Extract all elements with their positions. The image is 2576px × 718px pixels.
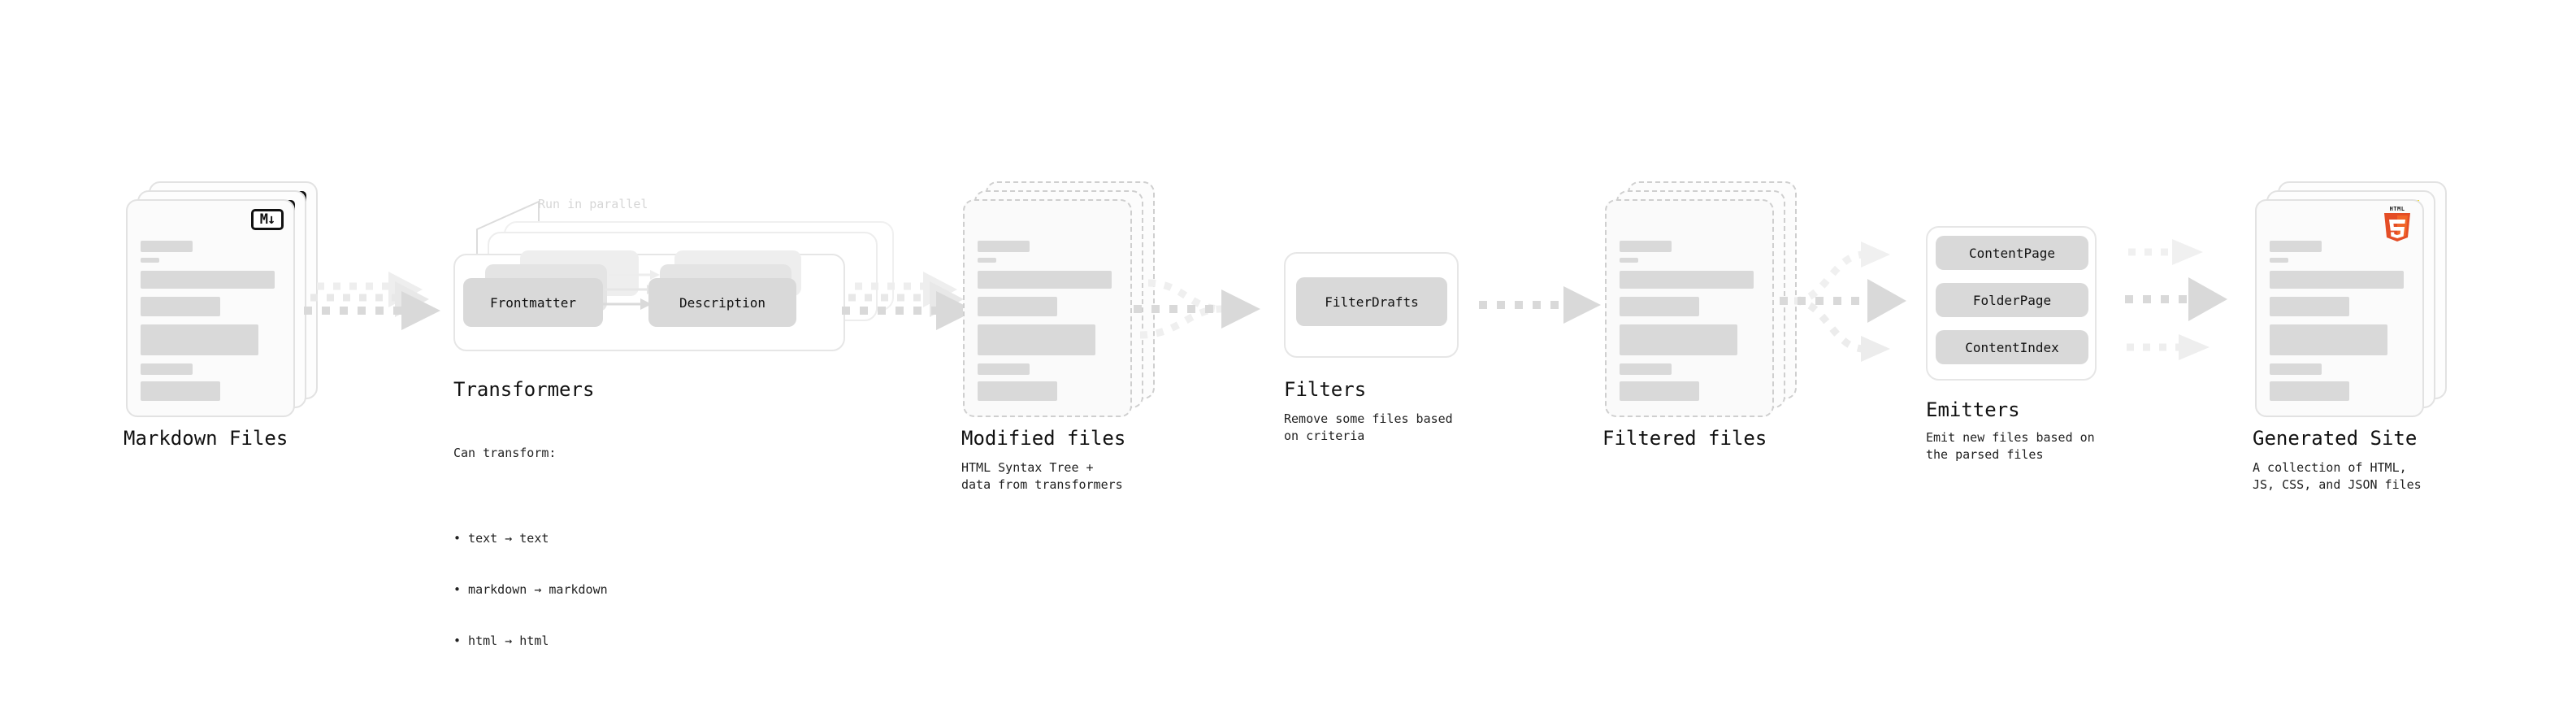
modified-files-title: Modified files [961, 427, 1126, 450]
skeleton-bar [978, 297, 1057, 316]
skeleton-bar [2270, 381, 2349, 401]
skeleton-bar [1620, 297, 1699, 316]
skeleton-bar [978, 271, 1112, 289]
emitter-chip-contentindex[interactable]: ContentIndex [1936, 330, 2088, 364]
modified-files-subtitle: HTML Syntax Tree + data from transformer… [961, 460, 1123, 492]
transformers-title: Transformers [453, 378, 595, 401]
arrow-transformers-to-modified [842, 272, 975, 330]
emitter-chip-contentpage[interactable]: ContentPage [1936, 236, 2088, 270]
transformers-bullet-list: • text → text • markdown → markdown • ht… [453, 496, 608, 684]
site-card-front-html: HTML [2255, 199, 2424, 417]
html5-label: HTML [2389, 206, 2405, 212]
skeleton-bar [2270, 363, 2322, 375]
skeleton-bar [978, 381, 1057, 401]
skeleton-bar [1620, 271, 1754, 289]
generated-site-title: Generated Site [2253, 427, 2418, 450]
skeleton-title-bar [141, 241, 193, 252]
arrow-filtered-to-emitters [1780, 242, 1906, 362]
markdown-badge: M↓ [251, 209, 284, 230]
diagram-canvas: M↓ M↓ M↓ Markdown Files [124, 181, 2447, 648]
arrow-modified-to-filters [1134, 279, 1260, 339]
transformers-subtitle-head: Can transform: [453, 446, 557, 460]
skeleton-bar [2270, 324, 2387, 355]
html5-icon: HTML [2382, 206, 2413, 242]
emitter-chip-folderpage[interactable]: FolderPage [1936, 283, 2088, 317]
skeleton-title-bar [1620, 241, 1672, 252]
skeleton-bar [141, 324, 258, 355]
skeleton-bar [2270, 271, 2404, 289]
transformers-subtitle: Can transform: • text → text • markdown … [453, 411, 608, 718]
generated-site-subtitle: A collection of HTML, JS, CSS, and JSON … [2253, 460, 2422, 492]
transformers-bullet: • text → text [453, 531, 549, 546]
transformers-bullet: • html → html [453, 633, 549, 648]
skeleton-title-bar [2270, 241, 2322, 252]
skeleton-bar [978, 324, 1095, 355]
arrow-emitters-to-site [2125, 239, 2227, 360]
arrow-markdown-to-transformers [304, 272, 440, 330]
skeleton-bar [141, 363, 193, 375]
skeleton-bar [141, 271, 275, 289]
filters-title: Filters [1284, 378, 1367, 401]
filters-subtitle: Remove some files based on criteria [1284, 411, 1453, 443]
filtered-files-title: Filtered files [1602, 427, 1767, 450]
skeleton-bar [1620, 363, 1672, 375]
skeleton-bar [2270, 297, 2349, 316]
skeleton-meta-bar [978, 258, 996, 263]
emitters-title: Emitters [1926, 398, 2020, 421]
run-in-parallel-label: Run in parallel [538, 197, 648, 211]
skeleton-meta-bar [2270, 258, 2288, 263]
skeleton-title-bar [978, 241, 1030, 252]
arrow-filters-to-filtered [1479, 286, 1601, 324]
transformer-chip-frontmatter[interactable]: Frontmatter [463, 278, 603, 327]
html5-shield [2384, 213, 2410, 242]
skeleton-meta-bar [1620, 258, 1638, 263]
skeleton-bar [1620, 381, 1699, 401]
skeleton-bar [978, 363, 1030, 375]
emitters-subtitle: Emit new files based on the parsed files [1926, 430, 2095, 462]
skeleton-meta-bar [141, 258, 159, 263]
skeleton-bar [1620, 324, 1737, 355]
transformers-bullet: • markdown → markdown [453, 582, 608, 597]
filter-chip-filterdrafts[interactable]: FilterDrafts [1296, 277, 1447, 326]
modified-card-front [963, 199, 1132, 417]
skeleton-bar [141, 381, 220, 401]
run-in-parallel-bracket [476, 201, 540, 254]
transformer-chip-description[interactable]: Description [648, 278, 796, 327]
skeleton-bar [141, 297, 220, 316]
markdown-files-title: Markdown Files [124, 427, 288, 450]
filtered-card-front [1605, 199, 1774, 417]
markdown-card-front: M↓ [126, 199, 295, 417]
